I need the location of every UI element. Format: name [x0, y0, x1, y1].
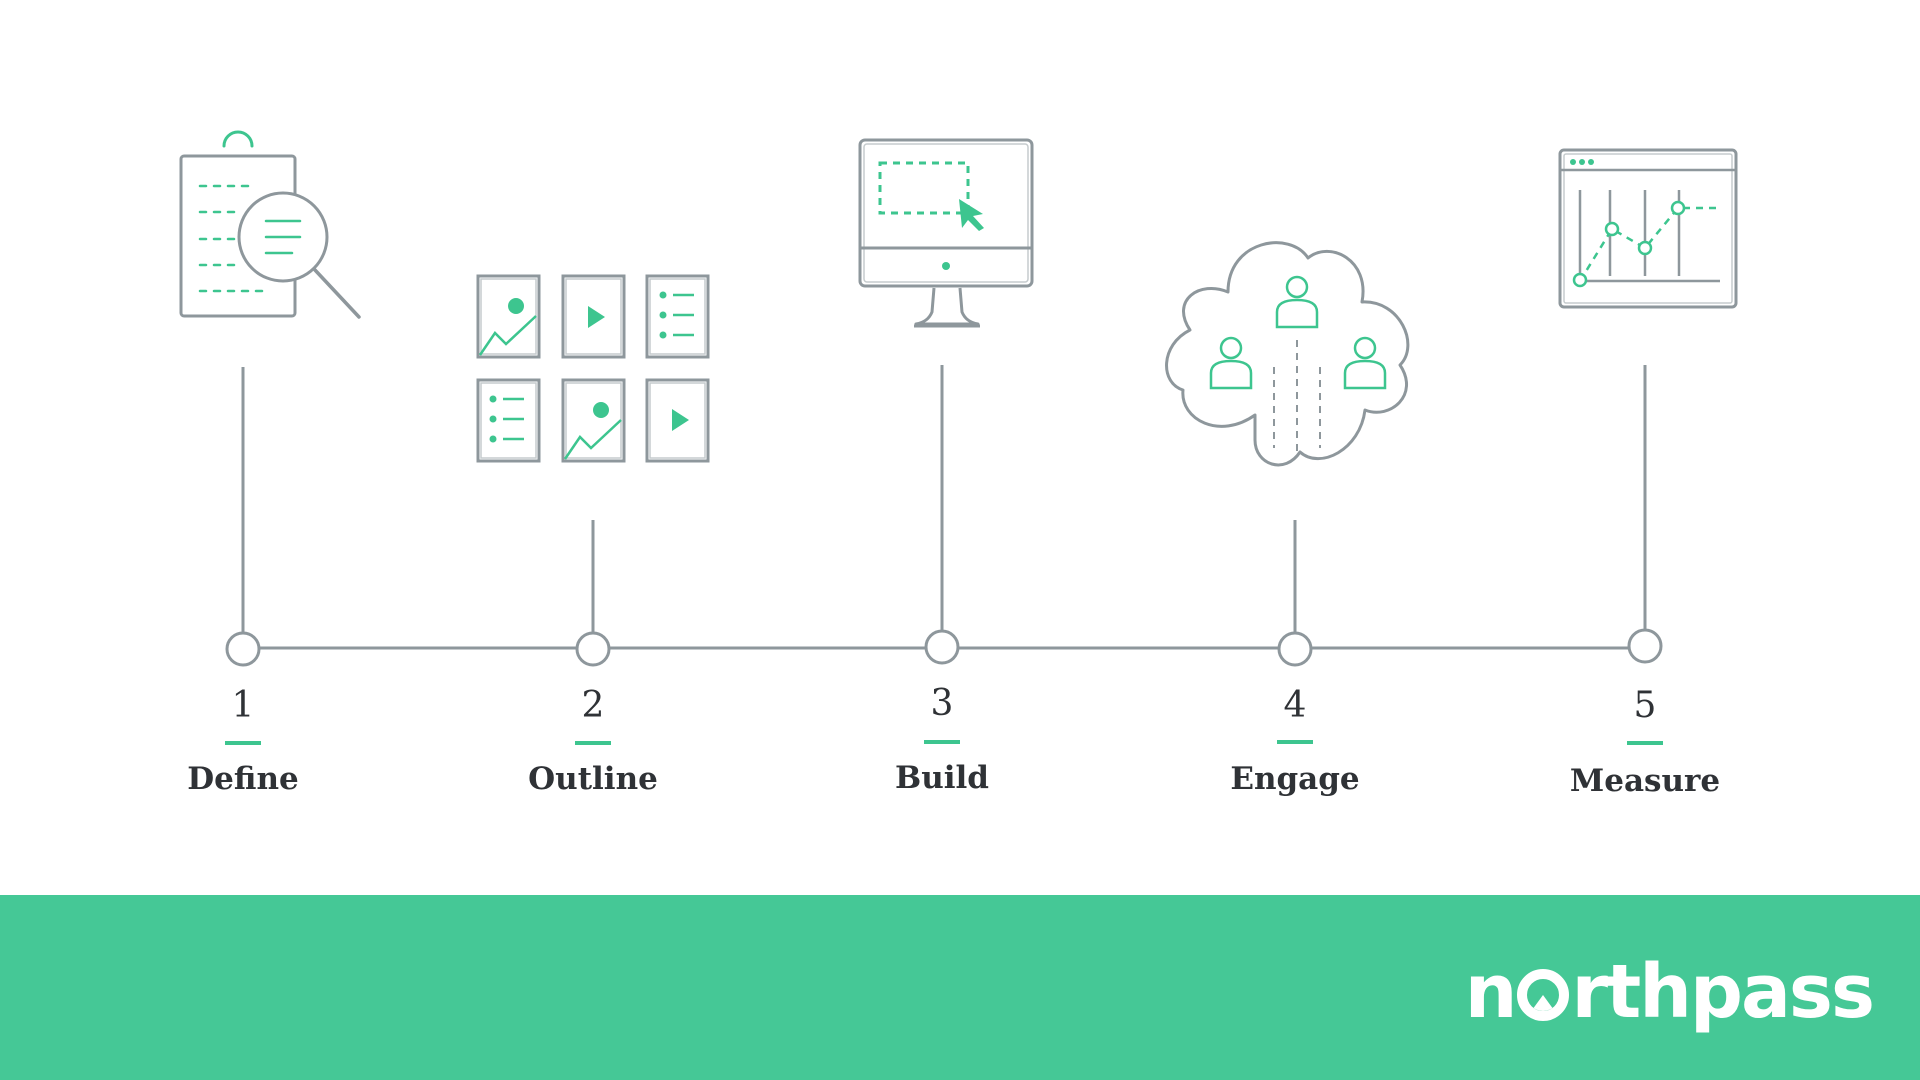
step-accent-5: [1627, 741, 1663, 745]
step-label-2: Outline: [528, 761, 658, 797]
timeline-diagram: [179, 130, 1738, 667]
step-accent-1: [225, 741, 261, 745]
step-accent-4: [1277, 740, 1313, 744]
step-label-5: Measure: [1569, 763, 1721, 799]
users-cloud-icon: [1165, 241, 1410, 467]
logo-text-start: n: [1464, 949, 1518, 1035]
step-accent-2: [575, 741, 611, 745]
step-number-4: 4: [1283, 685, 1307, 726]
analytics-chart-icon: [1558, 148, 1738, 309]
step-accent-3: [924, 740, 960, 744]
footer-band: n rthpass: [0, 895, 1920, 1080]
timeline-node-2: [575, 631, 611, 667]
logo-text-end: rthpass: [1571, 949, 1875, 1035]
step-label-4: Engage: [1230, 761, 1360, 797]
step-label-1: Define: [187, 761, 299, 797]
step-label-3: Build: [895, 760, 989, 796]
timeline-node-1: [225, 631, 261, 667]
step-number-1: 1: [231, 685, 255, 726]
monitor-cursor-icon: [858, 138, 1034, 328]
step-number-5: 5: [1633, 685, 1657, 726]
content-grid-icon: [476, 274, 710, 463]
document-search-icon: [179, 130, 361, 319]
timeline-node-3: [924, 629, 960, 665]
timeline-node-4: [1277, 631, 1313, 667]
step-number-3: 3: [930, 683, 954, 724]
logo-mark-icon: [1517, 969, 1570, 1021]
step-number-2: 2: [581, 685, 605, 726]
timeline-node-5: [1627, 628, 1663, 664]
